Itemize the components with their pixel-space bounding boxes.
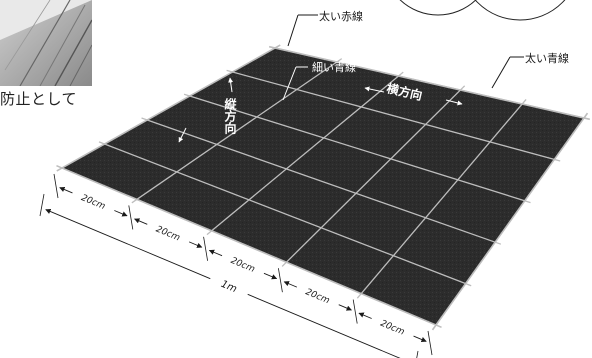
vertical-direction-text: 縦方向	[223, 97, 237, 135]
dimension-tick	[203, 236, 208, 261]
label-thick-blue-line: 太い青線	[491, 51, 569, 89]
grid-line-horizontal	[98, 141, 472, 287]
grid-line-vertical	[56, 44, 281, 172]
dimension-arrow	[283, 281, 298, 288]
net-sheet	[60, 47, 585, 326]
grid-line-vertical	[131, 58, 343, 204]
grid-line-vertical	[281, 85, 466, 267]
dimension-segment-label: 20cm	[379, 319, 406, 338]
dimension-tick	[53, 173, 59, 199]
dimension-arrow	[413, 335, 427, 343]
total-dimension-arrow	[247, 293, 401, 358]
dimension-arrow	[134, 218, 148, 225]
dimension-segment-label: 20cm	[79, 193, 106, 212]
dimension-arrow	[59, 186, 73, 194]
total-dimension-label: 1m	[219, 279, 238, 295]
dimension-tick	[128, 205, 134, 230]
grid-line-vertical	[431, 112, 589, 331]
label-thick-red-line: 太い赤線	[287, 9, 363, 47]
total-tick	[39, 193, 45, 217]
grid-line-horizontal	[56, 164, 442, 329]
grid-lines	[56, 44, 591, 331]
circle-outlines	[399, 0, 566, 21]
dimension-arrow	[114, 210, 128, 217]
dimension-arrow	[208, 249, 223, 257]
grid-line-vertical	[356, 99, 527, 299]
thin-blue-line-text: 細い青線	[312, 60, 356, 74]
dimension-arrow	[358, 312, 372, 319]
dimension-arrow	[263, 272, 278, 280]
dimension-segment-label: 20cm	[229, 256, 256, 275]
thick-blue-line-text: 太い青線	[525, 51, 569, 65]
total-tick	[416, 350, 419, 358]
dimension-arrow	[188, 241, 203, 248]
grid-line-horizontal	[141, 117, 502, 245]
grid-line-horizontal	[183, 93, 531, 204]
dimension-segment-label: 20cm	[304, 287, 331, 306]
dimension-tick	[427, 330, 433, 356]
label-thin-blue-line: 細い青線	[282, 60, 356, 101]
dimension-segment-label: 20cm	[154, 225, 181, 244]
photo-thumbnail	[0, 0, 92, 86]
dimension-tick	[352, 299, 358, 324]
caption-fragment: 防止として	[0, 90, 78, 108]
total-dimension-arrow	[45, 208, 211, 280]
grid-line-horizontal	[268, 45, 591, 121]
thick-red-line-text: 太い赤線	[319, 9, 363, 23]
dimension-arrow	[338, 304, 352, 311]
grid-line-horizontal	[226, 69, 561, 162]
dimension-tick	[278, 268, 283, 293]
grid-line-vertical	[206, 71, 404, 236]
label-vertical-direction: 縦方向	[178, 77, 237, 143]
